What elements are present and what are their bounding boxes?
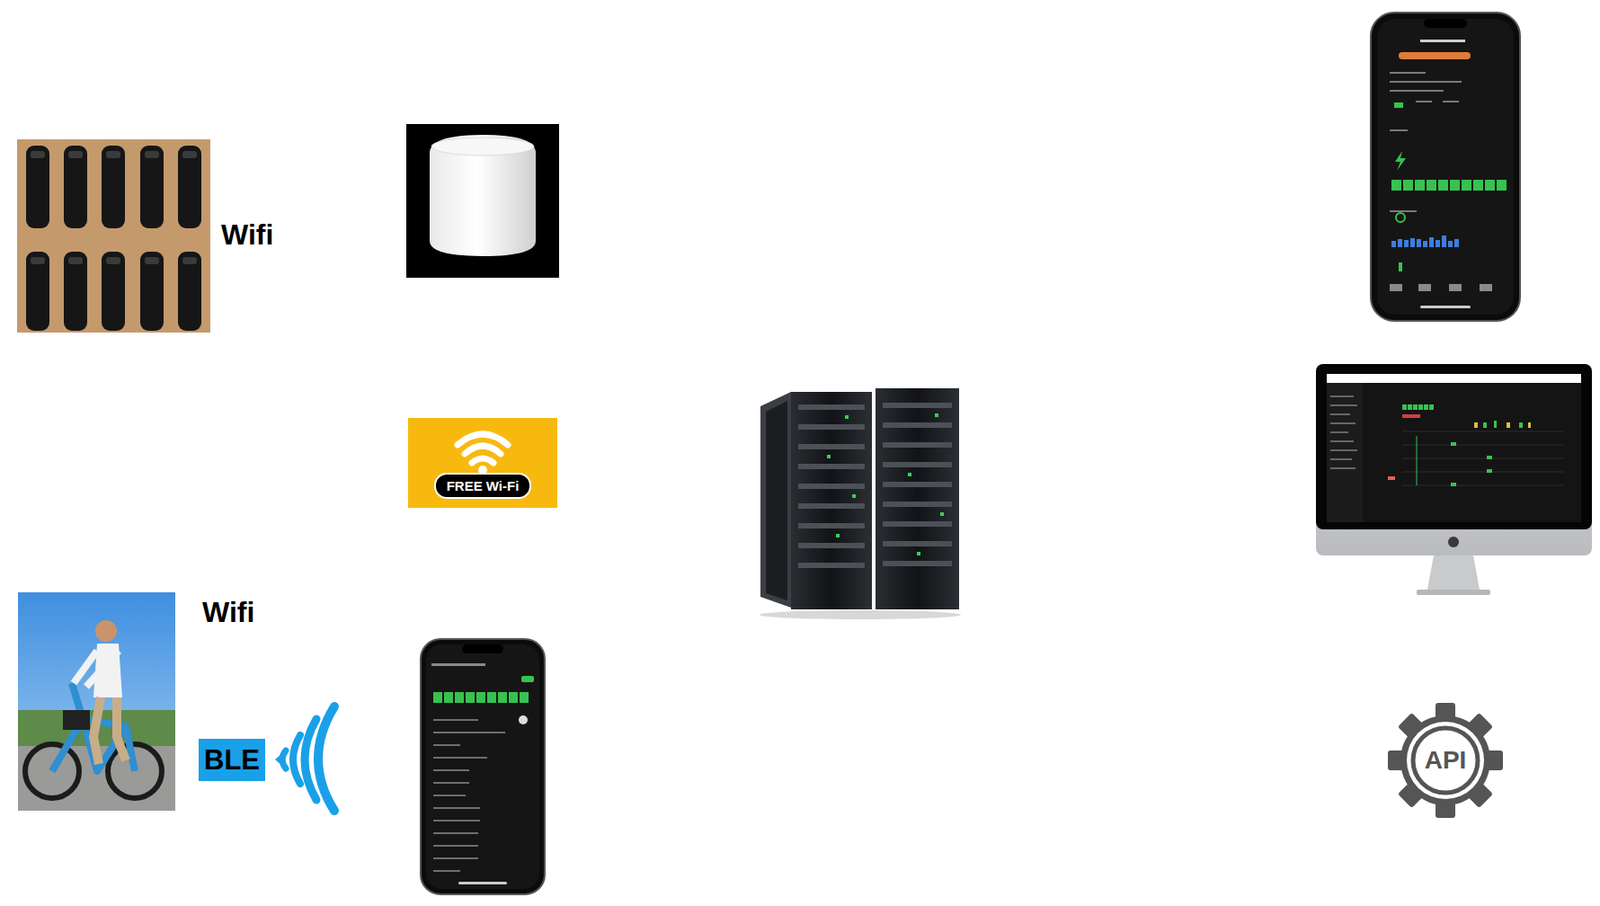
ble-text: BLE (204, 744, 260, 777)
phone-app-local (420, 639, 545, 895)
link-label: Wifi (221, 218, 274, 252)
phone-app-cloud (1370, 12, 1520, 321)
ble-waves (275, 706, 335, 811)
wifi-badge: FREE Wi-Fi (408, 417, 558, 508)
link-label: Wifi (202, 595, 255, 630)
wifi-pill: FREE Wi-Fi (434, 472, 533, 499)
router-image (406, 124, 560, 278)
api-gear: API (1385, 700, 1506, 821)
server-rack (759, 388, 961, 620)
battery-rack (17, 139, 211, 333)
api-text: API (1424, 746, 1467, 775)
ble-badge: BLE (198, 738, 266, 782)
desktop-dashboard (1315, 364, 1592, 596)
ebike-photo (17, 592, 176, 811)
